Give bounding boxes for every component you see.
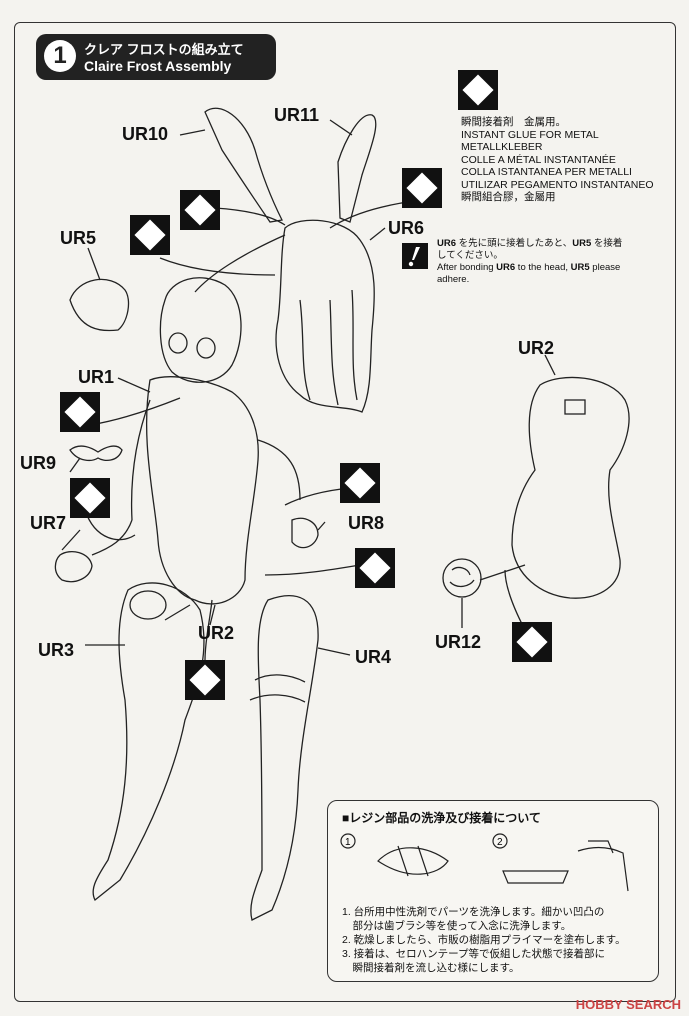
step-title-en: Claire Frost Assembly xyxy=(84,58,232,74)
note-text: を接着 xyxy=(591,238,623,249)
glue-legend-line: 瞬間組合膠，金屬用 xyxy=(461,191,556,203)
label-ur11: UR11 xyxy=(274,105,320,125)
note-text: to the head, xyxy=(515,262,571,273)
glue-legend-line: METALLKLEBER xyxy=(461,141,543,153)
label-ur7: UR7 xyxy=(30,513,67,533)
note-text: を先に頭に接着したあと、 xyxy=(456,238,573,249)
glue-symbol xyxy=(340,463,380,503)
arm-left-shape xyxy=(91,519,133,556)
label-ur2-right: UR2 xyxy=(518,338,555,358)
watermark: HOBBY SEARCH xyxy=(575,997,681,1012)
cleaning-illustration: 1 2 xyxy=(340,833,629,892)
label-ur6: UR6 xyxy=(388,218,425,238)
instruction-frame xyxy=(14,22,676,1002)
head-shape xyxy=(159,277,242,383)
hand-ur8-shape xyxy=(291,517,319,549)
glue-symbol xyxy=(512,622,552,662)
cleaning-steps: 1. 台所用中性洗剤でパーツを洗浄します。細かい凹凸の 部分は歯ブラシ等を使って… xyxy=(342,905,626,975)
leg-ur4-shape xyxy=(250,595,319,921)
step-1-number: 1 xyxy=(345,837,351,848)
glue-legend-line: UTILIZAR PEGAMENTO INSTANTANEO xyxy=(461,178,654,191)
cleaning-step: 1. 台所用中性洗剤でパーツを洗浄します。細かい凹凸の xyxy=(342,906,605,918)
glue-legend-line: 瞬間接着剤 金属用。 xyxy=(461,116,566,128)
panel-title: ■レジン部品の洗浄及び接着について xyxy=(342,811,541,825)
leg-ur3-shape xyxy=(92,582,205,902)
note-part-ref: UR5 xyxy=(570,262,590,273)
bangs-ur5-shape xyxy=(69,278,130,332)
glue-legend-line: INSTANT GLUE FOR METAL xyxy=(461,128,599,141)
note-text: please xyxy=(589,262,621,273)
cleaning-step: 2. 乾燥しましたら、市販の樹脂用プライマーを塗布します。 xyxy=(342,934,626,946)
body-shape xyxy=(145,376,259,605)
step-title-jp: クレア フロストの組み立て xyxy=(84,42,244,57)
hand-ur7-shape xyxy=(54,551,93,583)
step-2-number: 2 xyxy=(497,837,503,848)
bow-ur9-shape xyxy=(69,445,123,462)
glue-symbol-legend xyxy=(458,70,498,110)
cleaning-step: 部分は歯ブラシ等を使って入念に洗浄します。 xyxy=(342,920,572,932)
label-ur1: UR1 xyxy=(78,367,115,387)
label-ur8: UR8 xyxy=(348,513,385,533)
note-part-ref: UR6 xyxy=(437,238,457,249)
resin-cleaning-panel: ■レジン部品の洗浄及び接着について 1 2 1. 台所用中性洗剤でパーツを洗浄し… xyxy=(327,800,659,982)
ear-ur11-shape xyxy=(337,114,377,223)
caution-icon xyxy=(402,243,428,269)
glue-symbol xyxy=(355,548,395,588)
label-ur10: UR10 xyxy=(122,124,169,144)
glue-symbol xyxy=(180,190,220,230)
label-ur4: UR4 xyxy=(355,647,392,667)
torso-ur2-shape xyxy=(511,376,630,599)
assembly-note: UR6 を先に頭に接着したあと、UR5 を接着 してください。 After bo… xyxy=(437,238,622,286)
label-ur12: UR12 xyxy=(435,632,482,652)
cleaning-step: 3. 接着は、セロハンテープ等で仮組した状態で接着部に xyxy=(342,948,606,960)
ear-ur10-shape xyxy=(204,107,283,223)
tail-ur12-shape xyxy=(442,558,482,598)
step-title: 1 クレア フロストの組み立て Claire Frost Assembly xyxy=(36,34,276,80)
step-number: 1 xyxy=(44,40,76,72)
label-ur2-left: UR2 xyxy=(198,623,235,643)
glue-legend: 瞬間接着剤 金属用。 INSTANT GLUE FOR METAL METALL… xyxy=(461,116,654,204)
glue-symbol xyxy=(60,392,100,432)
label-ur3: UR3 xyxy=(38,640,75,660)
glue-symbol xyxy=(130,215,170,255)
label-ur9: UR9 xyxy=(20,453,57,473)
note-text: してください。 xyxy=(437,250,503,261)
glue-legend-line: COLLE A MÉTAL INSTANTANÉE xyxy=(461,153,616,166)
hair-ur6-shape xyxy=(275,219,375,413)
note-text: After bonding xyxy=(437,262,497,273)
label-ur5: UR5 xyxy=(60,228,97,248)
note-part-ref: UR5 xyxy=(572,238,592,249)
glue-symbol xyxy=(402,168,442,208)
glue-symbol xyxy=(185,660,225,700)
note-part-ref: UR6 xyxy=(496,262,516,273)
glue-symbol xyxy=(70,478,110,518)
note-text: adhere. xyxy=(437,274,470,285)
cleaning-step: 瞬間接着剤を流し込む様にします。 xyxy=(342,962,520,974)
glue-legend-line: COLLA ISTANTANEA PER METALLI xyxy=(461,166,632,178)
